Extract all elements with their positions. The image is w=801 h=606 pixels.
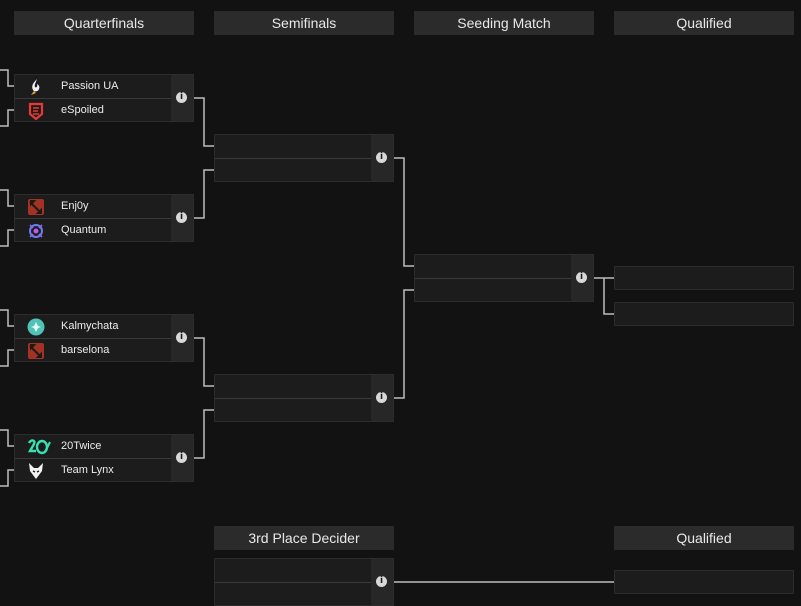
info-icon[interactable]: i bbox=[176, 92, 187, 103]
info-icon[interactable]: i bbox=[376, 576, 387, 587]
match-info-column: i bbox=[371, 135, 393, 181]
team-slot[interactable] bbox=[215, 399, 371, 422]
team-name: Team Lynx bbox=[61, 464, 114, 476]
team-name: 20Twice bbox=[61, 440, 102, 452]
team-slot[interactable] bbox=[415, 255, 571, 279]
match-info-column: i bbox=[171, 195, 193, 241]
team-name: eSpoiled bbox=[61, 104, 104, 116]
team-slot[interactable]: eSpoiled bbox=[15, 99, 171, 122]
quarterfinal-match-4[interactable]: 20Twice Team Lynx i bbox=[14, 434, 194, 482]
third-place-decider-match[interactable]: i bbox=[214, 558, 394, 606]
team-slot[interactable]: Enj0y bbox=[15, 195, 171, 219]
team-slot[interactable] bbox=[215, 135, 371, 159]
header-qualified-bottom: Qualified bbox=[614, 526, 794, 550]
qualified-slot-2[interactable] bbox=[614, 302, 794, 326]
quarterfinal-match-3[interactable]: Kalmychata barselona i bbox=[14, 314, 194, 362]
team-slot[interactable] bbox=[215, 159, 371, 182]
header-quarterfinals: Quarterfinals bbox=[14, 11, 194, 35]
match-info-column: i bbox=[371, 375, 393, 421]
quarterfinal-match-2[interactable]: Enj0y Quantum i bbox=[14, 194, 194, 242]
team-name: barselona bbox=[61, 344, 110, 356]
match-info-column: i bbox=[171, 315, 193, 361]
info-icon[interactable]: i bbox=[576, 272, 587, 283]
match-info-column: i bbox=[371, 559, 393, 605]
header-third-place-decider: 3rd Place Decider bbox=[214, 526, 394, 550]
team-lynx-logo-icon bbox=[27, 462, 45, 480]
team-slot[interactable]: Team Lynx bbox=[15, 459, 171, 482]
passion-ua-logo-icon bbox=[27, 78, 45, 96]
quantum-logo-icon bbox=[27, 222, 45, 240]
20twice-logo-icon bbox=[27, 438, 51, 456]
info-icon[interactable]: i bbox=[376, 152, 387, 163]
info-icon[interactable]: i bbox=[376, 392, 387, 403]
espoiled-logo-icon bbox=[27, 102, 45, 121]
header-qualified: Qualified bbox=[614, 11, 794, 35]
team-name: Quantum bbox=[61, 224, 107, 236]
qualified-slot-third-place[interactable] bbox=[614, 570, 794, 594]
kalmychata-logo-icon bbox=[27, 318, 45, 336]
info-icon[interactable]: i bbox=[176, 452, 187, 463]
team-slot[interactable] bbox=[215, 583, 371, 606]
team-name: Passion UA bbox=[61, 80, 119, 92]
semifinal-match-1[interactable]: i bbox=[214, 134, 394, 182]
dota2-logo-icon bbox=[27, 342, 45, 360]
quarterfinal-match-1[interactable]: Passion UA eSpoiled i bbox=[14, 74, 194, 122]
info-icon[interactable]: i bbox=[176, 332, 187, 343]
header-seeding-match: Seeding Match bbox=[414, 11, 594, 35]
match-info-column: i bbox=[171, 75, 193, 121]
header-semifinals: Semifinals bbox=[214, 11, 394, 35]
info-icon[interactable]: i bbox=[176, 212, 187, 223]
team-slot[interactable] bbox=[215, 559, 371, 583]
team-name: Kalmychata bbox=[61, 320, 119, 332]
match-info-column: i bbox=[571, 255, 593, 301]
team-slot[interactable]: Kalmychata bbox=[15, 315, 171, 339]
team-slot[interactable] bbox=[215, 375, 371, 399]
team-slot[interactable]: Passion UA bbox=[15, 75, 171, 99]
semifinal-match-2[interactable]: i bbox=[214, 374, 394, 422]
dota2-logo-icon bbox=[27, 198, 45, 216]
team-slot[interactable]: barselona bbox=[15, 339, 171, 362]
team-name: Enj0y bbox=[61, 200, 89, 212]
team-slot[interactable]: 20Twice bbox=[15, 435, 171, 459]
match-info-column: i bbox=[171, 435, 193, 481]
team-slot[interactable]: Quantum bbox=[15, 219, 171, 242]
team-slot[interactable] bbox=[415, 279, 571, 302]
seeding-match[interactable]: i bbox=[414, 254, 594, 302]
qualified-slot-1[interactable] bbox=[614, 266, 794, 290]
